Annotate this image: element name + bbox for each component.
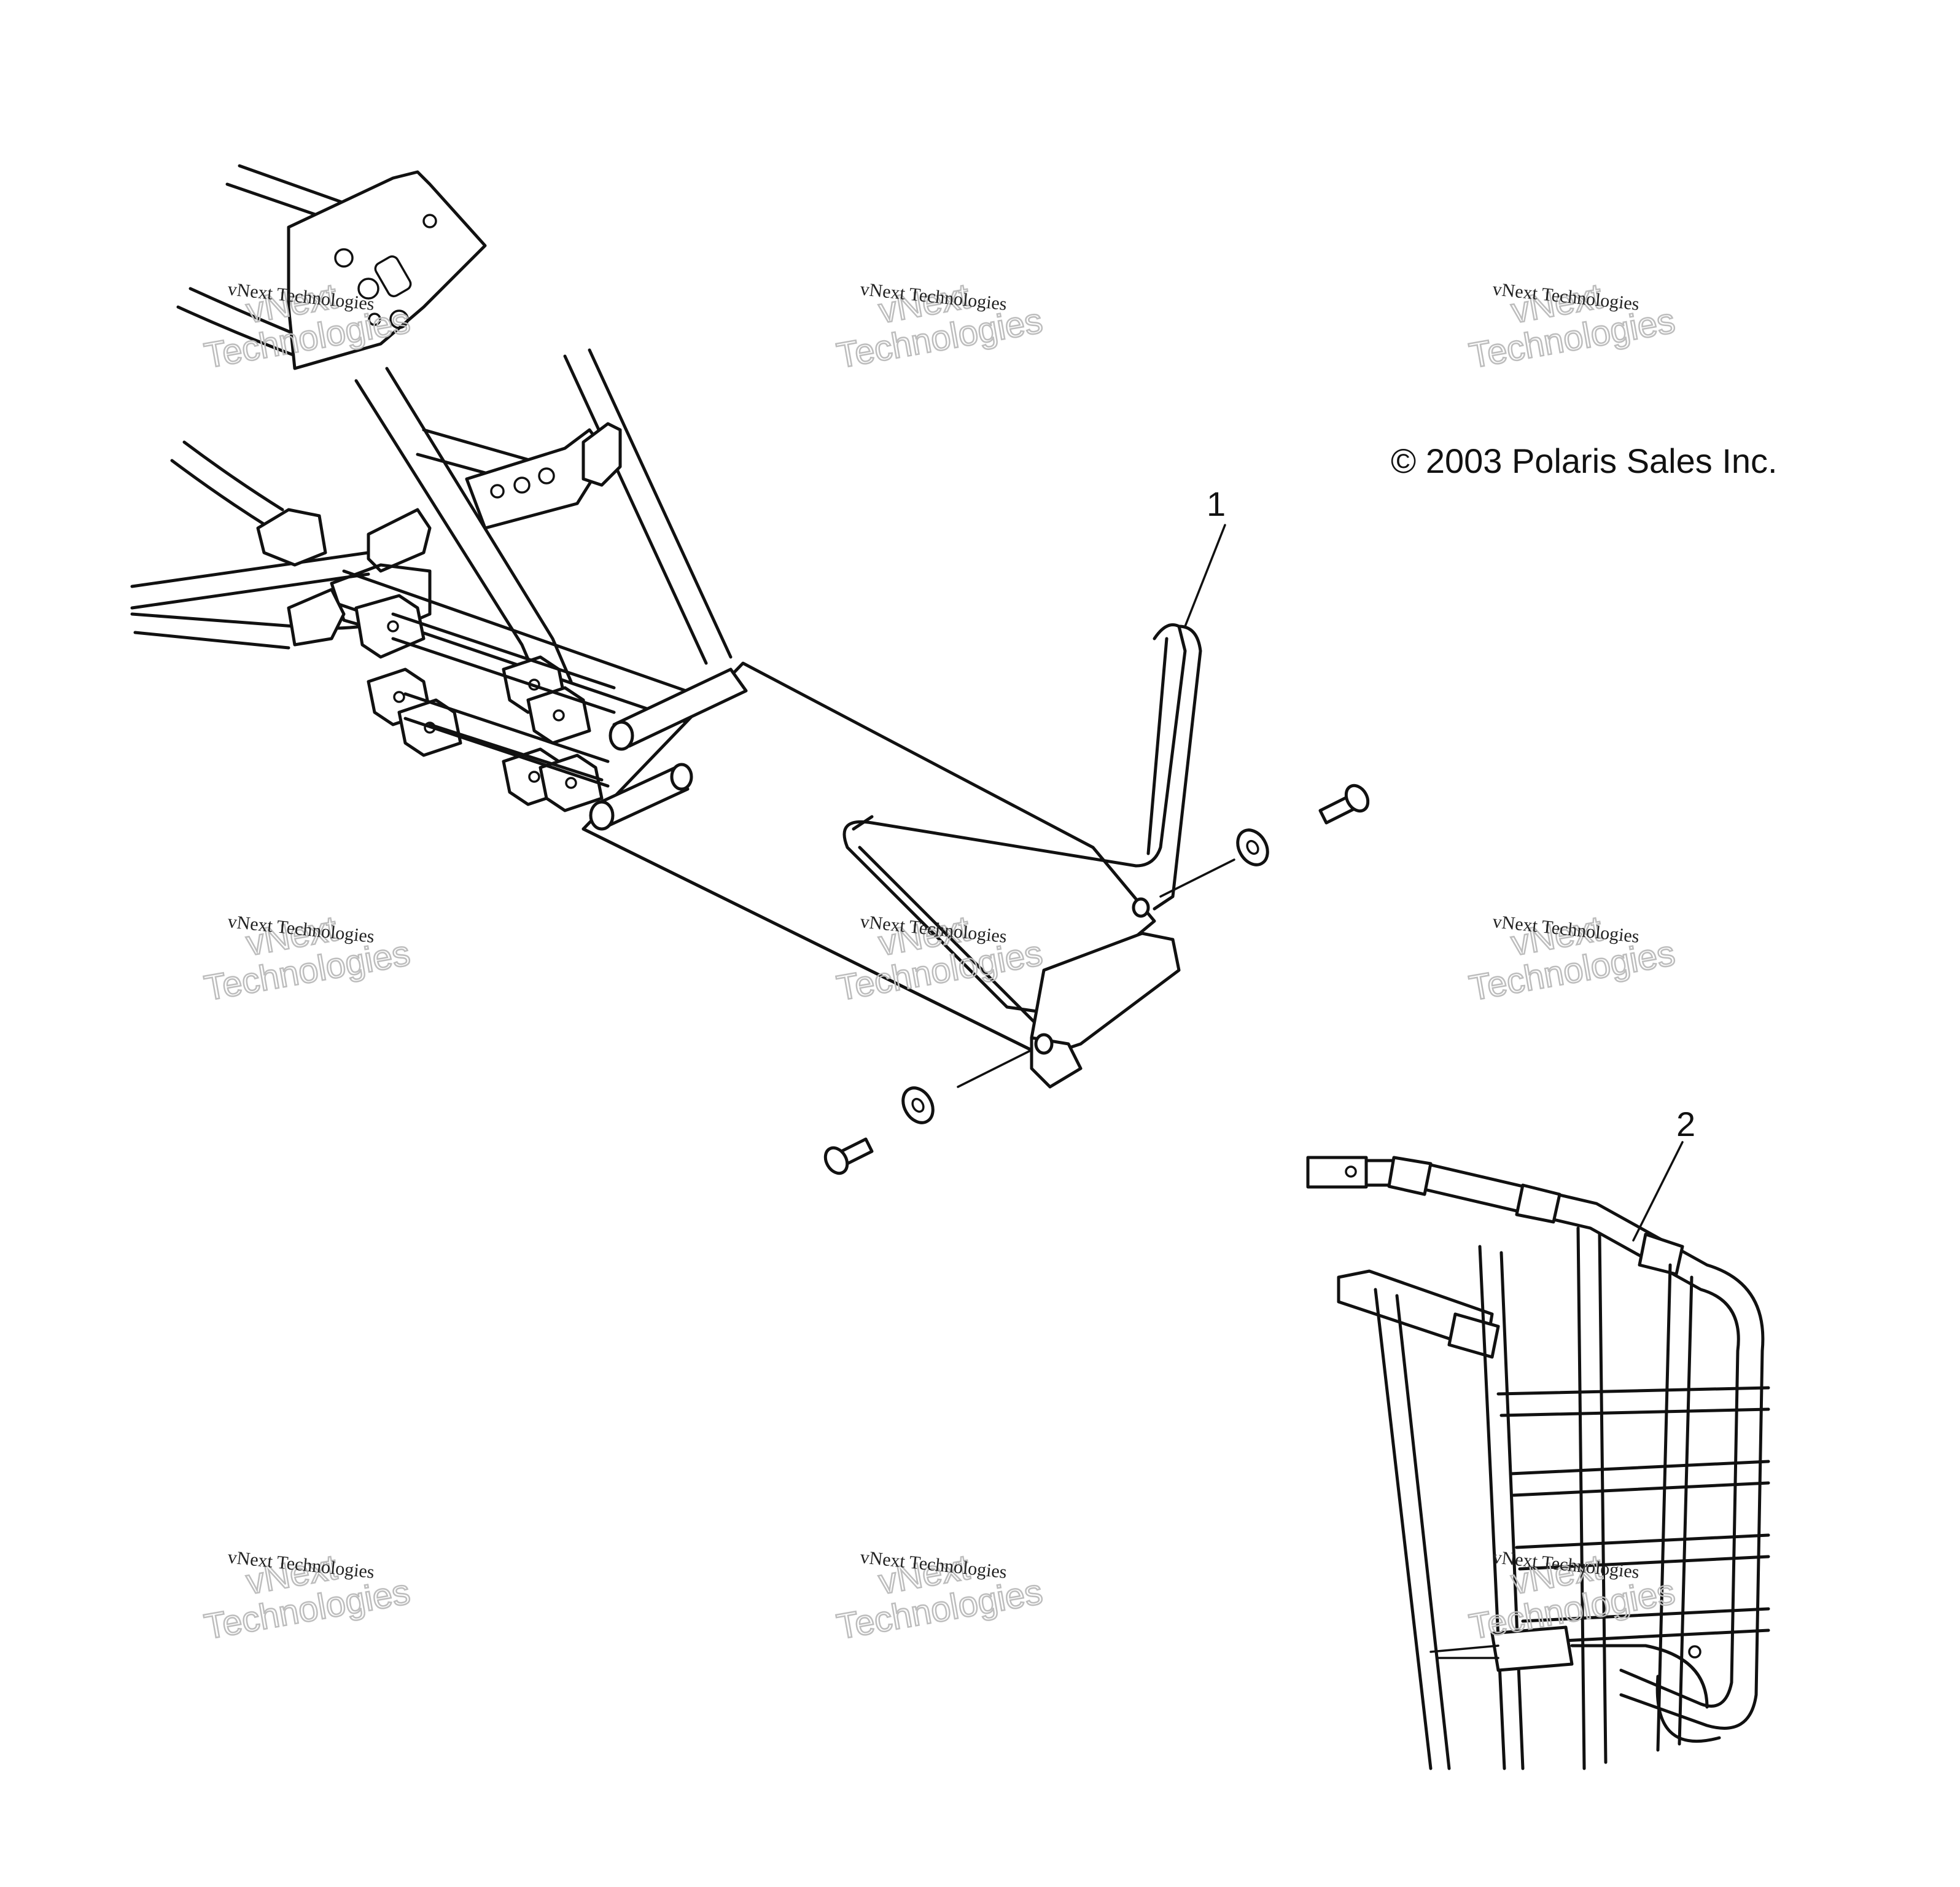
- nerf-bar-2-with-net: [1306, 1156, 1770, 1770]
- fasteners: [823, 784, 1370, 1175]
- watermark: vNext Technologies: [833, 275, 1046, 376]
- washer-icon: [901, 1086, 935, 1124]
- watermark: vNext Technologies: [1466, 1546, 1679, 1648]
- nerf-bar-1: [842, 623, 1202, 1089]
- copyright-text: © 2003 Polaris Sales Inc.: [1391, 442, 1778, 480]
- callout-2: 2: [1632, 1105, 1695, 1242]
- watermark: vNext Technologies: [1466, 275, 1679, 376]
- frame-assembly: [130, 164, 733, 812]
- front-mount-tabs: [354, 594, 604, 812]
- leader-line-1: [1184, 524, 1226, 628]
- watermark: vNext Technologies: [1466, 908, 1679, 1009]
- callout-1: 1: [1184, 484, 1226, 628]
- watermark: vNext Technologies: [201, 1546, 414, 1648]
- watermark: vNext Technologies: [201, 908, 414, 1009]
- callout-label-2: 2: [1676, 1105, 1695, 1143]
- watermark: vNext Technologies: [833, 1546, 1046, 1648]
- callout-label-1: 1: [1207, 484, 1226, 523]
- skid-plate: [581, 661, 1156, 1058]
- washer-icon: [1236, 828, 1269, 866]
- leader-line-2: [1632, 1141, 1684, 1242]
